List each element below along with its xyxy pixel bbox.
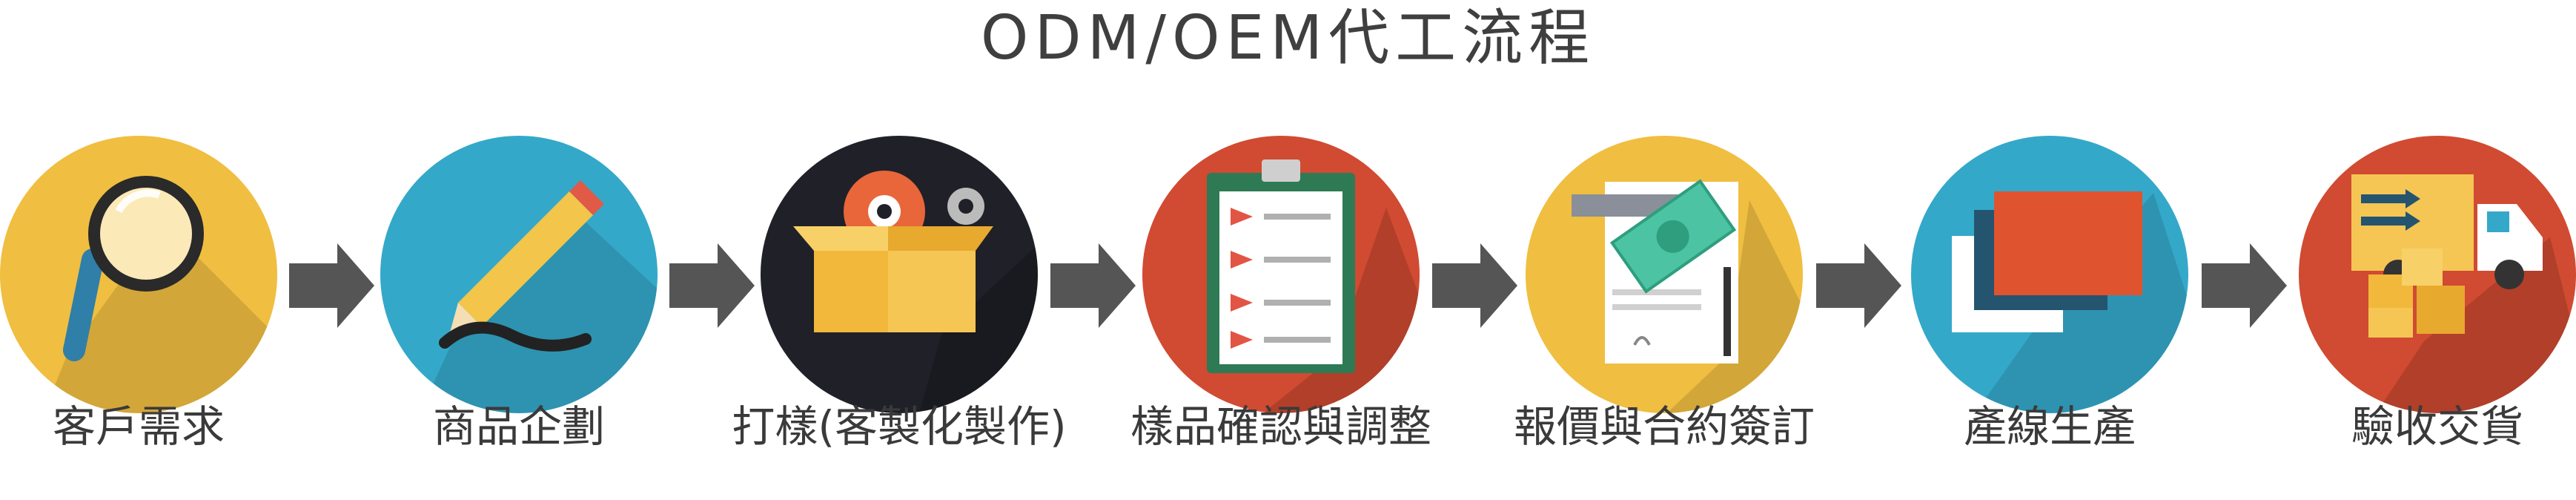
step-label-4: 樣品確認與調整 (1130, 401, 1431, 452)
step-label-7: 驗收交貨 (2351, 401, 2523, 452)
step-circle-4 (1142, 136, 1420, 413)
flow-arrow (1816, 243, 1901, 328)
step-circle-2 (380, 136, 658, 413)
contract-money-icon (1572, 179, 1738, 364)
production-panels-icon (1952, 191, 2142, 332)
step-label-6: 產線生產 (1963, 401, 2136, 452)
delivery-truck-icon (2351, 174, 2543, 338)
step-label-1: 客戶需求 (52, 401, 225, 452)
step-circle-1 (0, 136, 277, 413)
step-circle-7 (2299, 136, 2576, 413)
step-label-5: 報價與合約簽訂 (1513, 401, 1815, 452)
flow-arrow (1050, 243, 1136, 328)
page-title: ODM/OEM代工流程 (980, 3, 1596, 73)
step-circle-6 (1911, 136, 2188, 413)
gear-box-icon (793, 171, 993, 332)
step-circle-3 (761, 136, 1038, 413)
step-circle-5 (1526, 136, 1803, 413)
flow-arrow (1432, 243, 1517, 328)
step-label-3: 打樣(客製化製作) (732, 401, 1067, 452)
flow-arrow (669, 243, 755, 328)
pencil-icon (439, 180, 604, 352)
flow-arrow (289, 243, 374, 328)
flow-arrow (2202, 243, 2287, 328)
magnifier-icon (63, 176, 204, 361)
clipboard-checklist-icon (1207, 159, 1355, 373)
step-label-2: 商品企劃 (432, 401, 605, 452)
